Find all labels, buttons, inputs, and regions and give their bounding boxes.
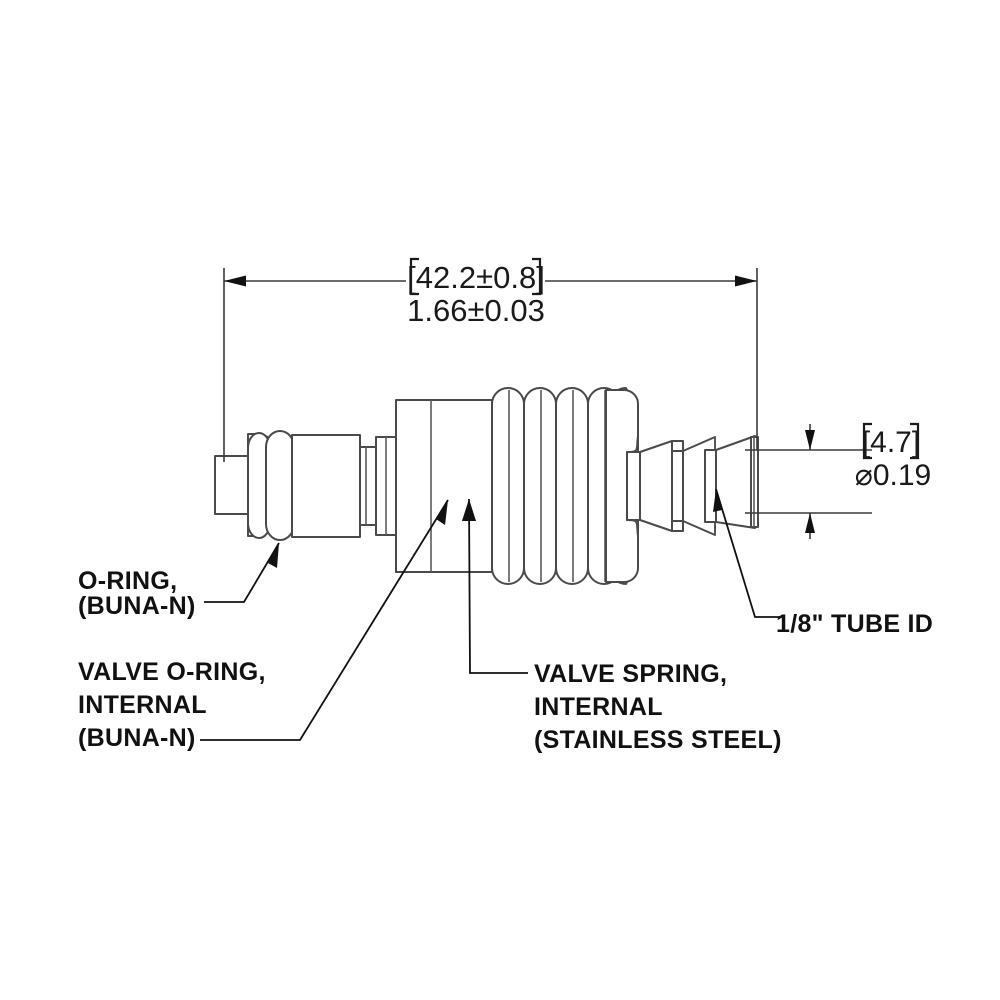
barb-neck: [626, 451, 641, 521]
overall-length-dimension: [223, 257, 758, 462]
barb-dim-arrow-bottom: [805, 513, 815, 533]
callout-o-ring-line-2: (BUNA-N): [78, 592, 196, 620]
body-rib-2: [523, 387, 557, 585]
body-rib-3: [555, 387, 589, 585]
callout-tube-id-line-1: 1/8" TUBE ID: [776, 610, 933, 638]
barb-dim-arrow-top: [805, 430, 815, 450]
barb-segment-1: [639, 440, 673, 532]
barb-diameter-imperial-text: ⌀0.19: [855, 459, 931, 492]
barb-diameter-dimension: [745, 422, 920, 539]
leader-valve-o-ring: [200, 499, 449, 741]
collar-cylinder: [291, 434, 361, 538]
leader-valve-o-ring-arrowhead: [436, 500, 448, 525]
callout-valve-spring-line-2: INTERNAL: [534, 693, 663, 721]
waist-groove: [359, 446, 377, 526]
leader-tube-id-arrowhead: [713, 489, 722, 512]
barb-bracket-right: [910, 422, 920, 460]
barb-valley-1: [671, 450, 684, 522]
callout-valve-o-ring-line-2: INTERNAL: [78, 691, 207, 719]
callout-valve-o-ring-line-3: (BUNA-N): [78, 724, 196, 752]
leader-valve-spring-arrowhead: [462, 499, 476, 521]
leader-valve-spring: [468, 498, 528, 674]
callout-valve-o-ring: VALVE O-RING, INTERNAL (BUNA-N): [78, 658, 266, 752]
rib-section: [491, 387, 621, 585]
overall-arrow-right: [735, 275, 757, 287]
body-right-shoulder: [605, 389, 639, 583]
leader-o-ring: [204, 542, 280, 603]
valve-part-geometry: [214, 387, 759, 585]
callout-tube-id: 1/8" TUBE ID: [776, 610, 933, 638]
callout-o-ring-line-1: O-RING,: [78, 567, 177, 595]
left-end-stub: [214, 455, 251, 515]
callout-o-ring: O-RING, (BUNA-N): [78, 567, 196, 620]
leader-tube-id: [715, 488, 782, 618]
main-body-cylinder: [395, 399, 493, 573]
barb-diameter-metric-text: [4.7]: [862, 426, 920, 459]
callout-valve-spring: VALVE SPRING, INTERNAL (STAINLESS STEEL): [534, 660, 782, 754]
overall-length-imperial-text: 1.66±0.03: [407, 293, 545, 328]
o-ring-2: [265, 430, 295, 541]
callout-valve-o-ring-line-1: VALVE O-RING,: [78, 658, 266, 686]
hose-barb: [626, 435, 759, 536]
callout-leader-lines: [200, 488, 782, 741]
overall-bracket-right: [532, 257, 542, 296]
callout-valve-spring-line-3: (STAINLESS STEEL): [534, 726, 782, 754]
barb-bracket-left: [862, 422, 872, 460]
body-rib-1: [491, 387, 525, 585]
leader-o-ring-arrowhead: [268, 543, 279, 568]
callout-valve-spring-line-1: VALVE SPRING,: [534, 660, 727, 688]
overall-arrow-left: [224, 275, 246, 287]
overall-bracket-left: [409, 257, 419, 296]
overall-length-metric-text: [42.2±0.8]: [407, 260, 545, 295]
